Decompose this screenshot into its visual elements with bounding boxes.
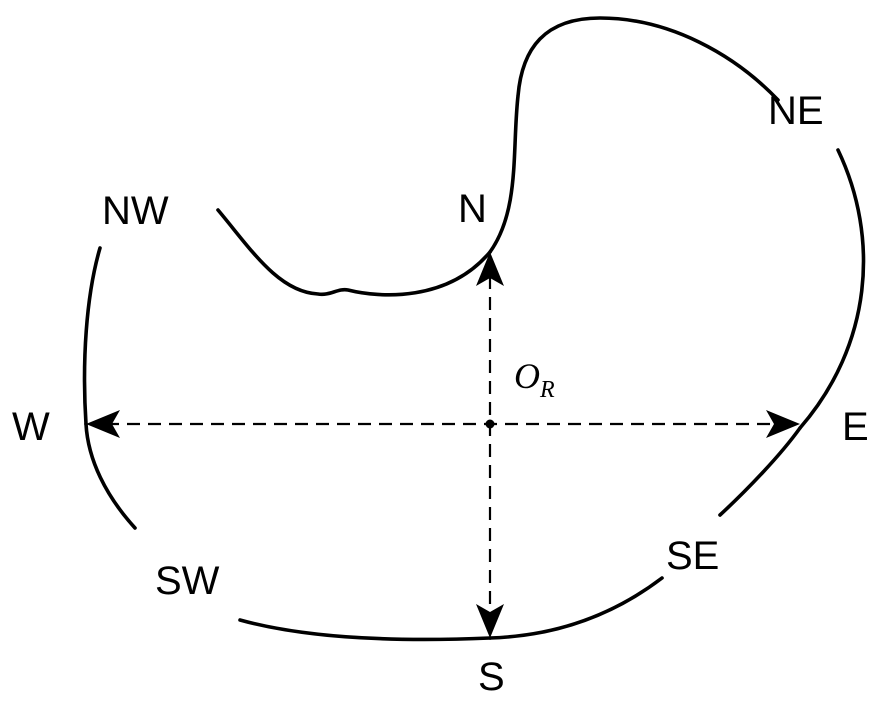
boundary-curve-e-to-se: [718, 426, 802, 517]
arrow-north-icon: [476, 252, 504, 286]
arrow-south-icon: [476, 604, 504, 638]
origin-label-symbol: O: [514, 356, 540, 396]
label-southwest: SW: [155, 559, 220, 603]
origin-label: OR: [514, 356, 555, 403]
label-east: E: [842, 405, 869, 449]
label-north: N: [458, 187, 487, 231]
label-southeast: SE: [666, 534, 719, 578]
label-south: S: [478, 655, 505, 699]
boundary-curve-n-to-ne: [488, 16, 780, 254]
label-northwest: NW: [102, 189, 169, 233]
label-west: W: [12, 405, 50, 449]
boundary-curve-w-to-nw: [82, 246, 102, 426]
arrow-east-icon: [766, 410, 800, 438]
origin-label-subscript: R: [539, 377, 555, 403]
label-northeast: NE: [768, 89, 824, 133]
origin-point: [485, 419, 495, 429]
arrow-west-icon: [86, 410, 120, 438]
boundary-curve-se-to-s: [488, 576, 664, 640]
boundary-curve-s-to-sw: [238, 618, 492, 642]
boundary-curve-nw-to-n: [216, 208, 492, 297]
boundary-curve-ne-to-e: [798, 148, 866, 430]
boundary-curve-sw-to-w: [84, 422, 137, 530]
